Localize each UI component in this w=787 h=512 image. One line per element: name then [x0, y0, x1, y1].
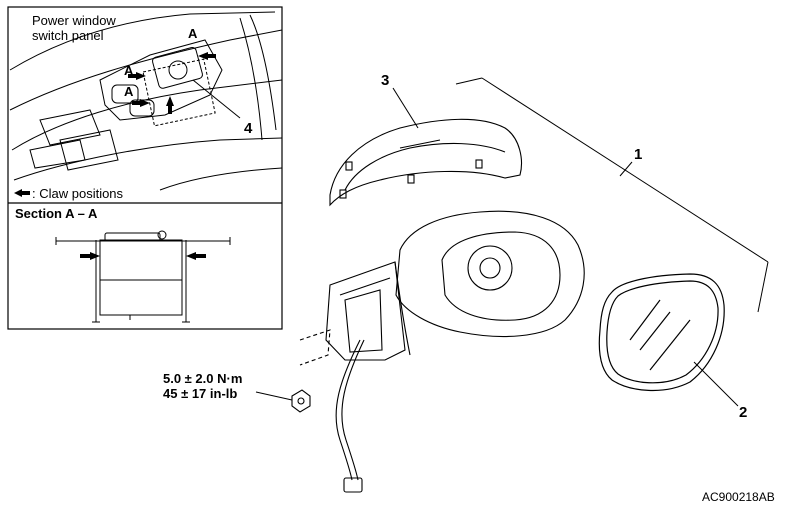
callout-3-leader	[392, 87, 419, 129]
switch-panel-drawing	[99, 39, 223, 127]
claw-legend-icon	[14, 189, 30, 197]
figure-code: AC900218AB	[702, 490, 775, 504]
section-claw-arrow-icons	[80, 252, 206, 260]
claw-legend-text: : Claw positions	[32, 186, 124, 201]
callout-1: 1	[634, 146, 643, 163]
mirror-cover-drawing	[329, 118, 523, 207]
switch-panel-label-line2: switch panel	[32, 28, 104, 43]
claw-arrow-icons	[128, 52, 216, 114]
section-marker-a-top: A	[188, 26, 198, 41]
section-aa-drawing	[55, 230, 231, 323]
torque-value-metric: 5.0 ± 2.0 N·m	[163, 371, 243, 386]
mirror-glass-drawing	[598, 273, 725, 391]
section-title: Section A – A	[15, 206, 98, 221]
switch-panel-label-line1: Power window	[32, 13, 116, 28]
section-marker-a-left: A	[124, 63, 134, 78]
mirror-body-drawing	[299, 210, 585, 366]
callout-1-leader	[619, 161, 633, 177]
assembly-bracket	[455, 77, 769, 313]
callout-4: 4	[244, 120, 253, 137]
callout-2-leader	[693, 361, 739, 407]
section-marker-a-bottom: A	[124, 84, 134, 99]
mounting-nut-drawing	[291, 389, 311, 413]
callout-3: 3	[381, 72, 390, 89]
inset-frame	[7, 6, 283, 330]
torque-value-imperial: 45 ± 17 in-lb	[163, 386, 238, 401]
callout-4-leader	[192, 79, 241, 119]
torque-leader	[255, 391, 293, 401]
callout-2: 2	[739, 404, 748, 421]
wiring-harness-drawing	[335, 339, 365, 493]
door-trim-drawing	[9, 11, 283, 191]
